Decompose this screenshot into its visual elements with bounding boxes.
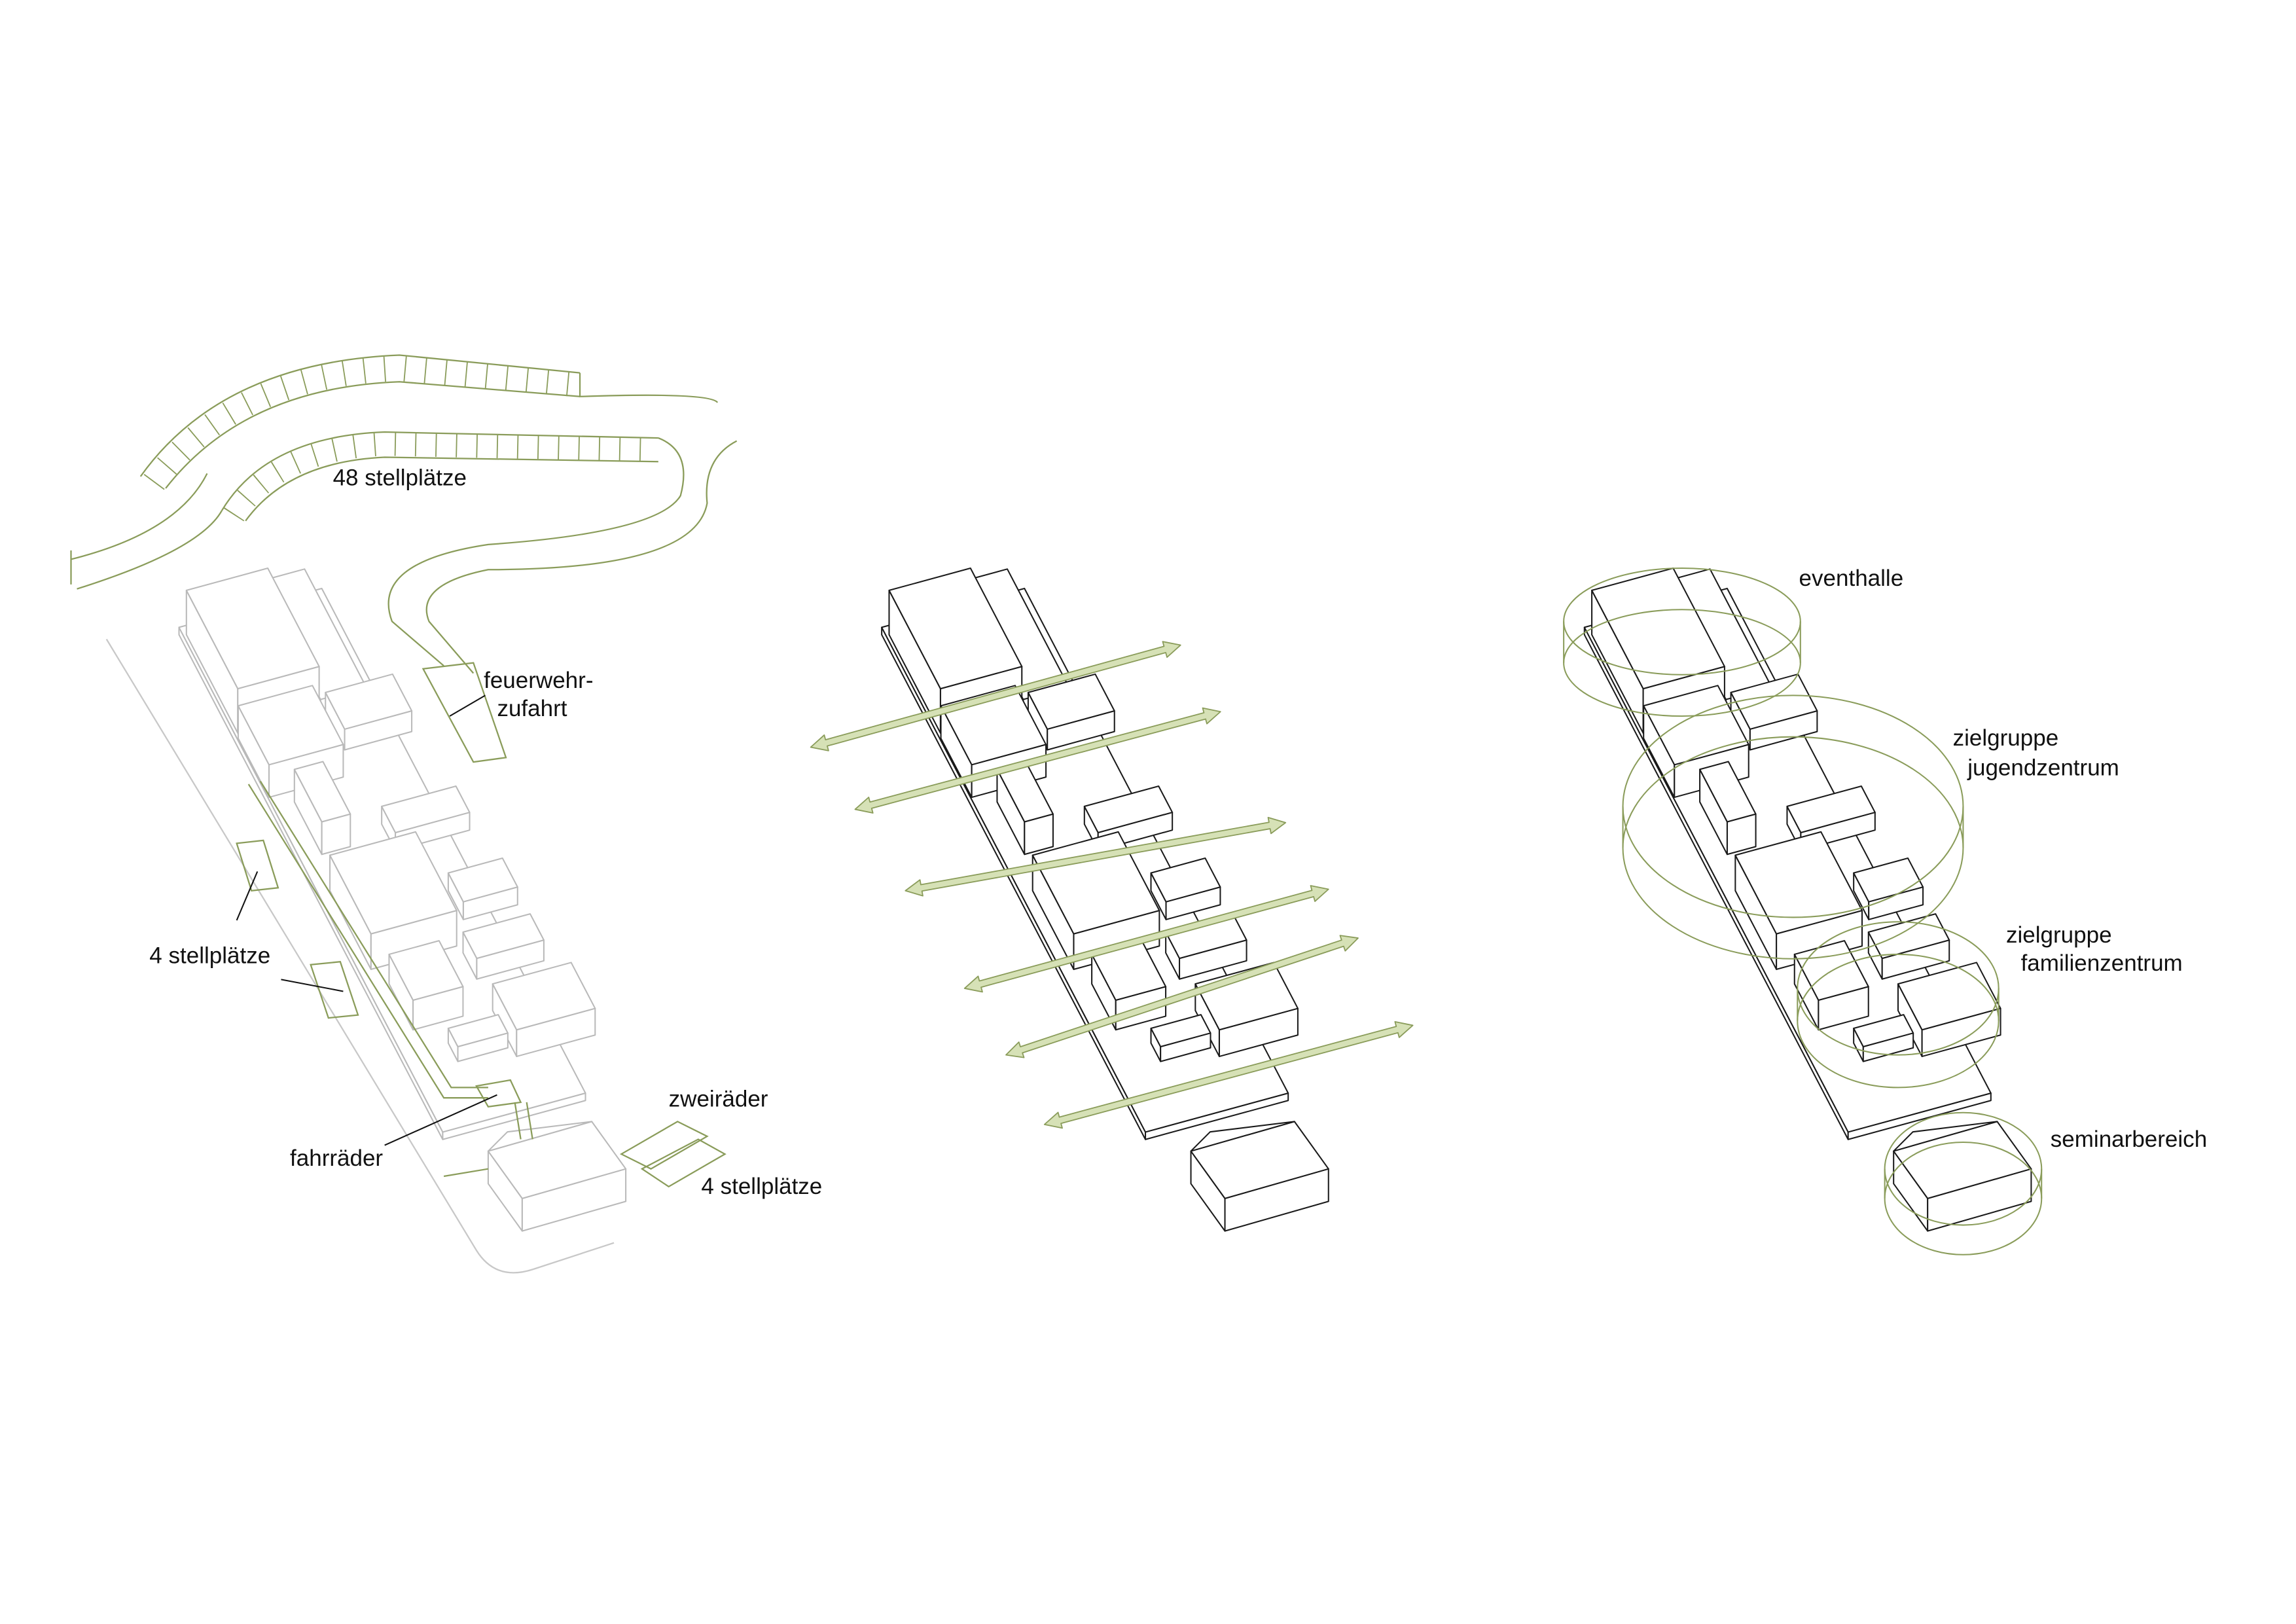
roof — [1194, 962, 1299, 1031]
leader-lines — [236, 695, 497, 1146]
label-zufahrt: zufahrt — [497, 696, 567, 721]
roof — [447, 1014, 509, 1048]
familienzentrum-zone — [1797, 921, 2000, 1089]
roof — [381, 785, 471, 833]
roof — [1031, 831, 1160, 935]
left-block — [388, 940, 464, 1031]
label-zielgruppe-familie: zielgruppe — [2006, 922, 2112, 948]
jugendzentrum-zone — [1622, 695, 1964, 960]
right-block — [1853, 1014, 1914, 1062]
mid-seminar-building — [1190, 1121, 1329, 1232]
roof — [1083, 785, 1174, 833]
site-boundary — [105, 638, 615, 1274]
roof — [492, 962, 596, 1031]
ridge — [1893, 1121, 1998, 1152]
roof — [1853, 1014, 1914, 1048]
mid-block — [1150, 857, 1221, 920]
label-eventhalle: eventhalle — [1799, 566, 1904, 591]
roof — [237, 685, 344, 766]
roof — [388, 940, 464, 1001]
view-axis-arrow — [1043, 1020, 1414, 1129]
view-axis-arrow — [810, 641, 1181, 751]
ridge — [487, 1121, 593, 1152]
label-zweiraeder: zweiräder — [669, 1087, 768, 1112]
mid-block — [1031, 831, 1160, 970]
label-zielgruppe-jugend: zielgruppe — [1953, 725, 2059, 751]
roof — [293, 761, 351, 823]
label-seminarbereich: seminarbereich — [2051, 1127, 2207, 1152]
roof — [462, 913, 545, 960]
left-block — [325, 673, 413, 751]
roof — [329, 831, 457, 935]
left-seminar-building — [487, 1121, 627, 1232]
roof — [1591, 568, 1725, 690]
view-axes-diagram — [810, 568, 1414, 1232]
parking-48 — [70, 354, 738, 763]
roof — [1853, 857, 1924, 903]
mid-block — [996, 761, 1054, 856]
right-block — [1853, 857, 1924, 920]
view-axis-arrow — [963, 885, 1329, 993]
right-block — [1730, 673, 1818, 751]
roof — [1897, 962, 2001, 1031]
label-jugendzentrum: jugendzentrum — [1967, 755, 2119, 780]
eventhalle-zone — [1563, 567, 1801, 717]
access-diagram: 48 stellplätze feuerwehr- zufahrt 4 stel… — [70, 354, 822, 1274]
roof — [1150, 857, 1221, 903]
left-block — [293, 761, 351, 856]
left-block — [447, 857, 518, 920]
roof — [1730, 673, 1818, 730]
roof — [888, 568, 1023, 690]
roof — [1027, 673, 1115, 730]
roof — [447, 857, 518, 903]
view-axis-arrow — [905, 817, 1287, 897]
left-block — [462, 913, 545, 980]
label-4-stellplaetze-right: 4 stellplätze — [701, 1174, 822, 1199]
target-groups-diagram: eventhalle zielgruppe jugendzentrum ziel… — [1563, 566, 2207, 1255]
left-block — [447, 1014, 509, 1062]
label-feuerwehr: feuerwehr- — [484, 668, 593, 693]
ridge — [1190, 1121, 1295, 1152]
roof — [1150, 1014, 1211, 1048]
pedestrian-path — [236, 780, 726, 1188]
roof — [1699, 761, 1757, 823]
mid-block — [1165, 913, 1247, 980]
roof — [1734, 831, 1863, 935]
view-axis-arrow — [854, 707, 1221, 814]
seminar-zone — [1884, 1111, 2043, 1255]
label-48-stellplaetze: 48 stellplätze — [333, 465, 467, 490]
mid-block — [1150, 1014, 1211, 1062]
label-4-stellplaetze-left: 4 stellplätze — [149, 943, 270, 969]
label-fahrraeder: fahrräder — [290, 1146, 383, 1171]
left-block — [492, 962, 596, 1057]
right-block — [1897, 962, 2001, 1057]
mid-block — [1027, 673, 1115, 751]
label-familienzentrum: familienzentrum — [2021, 950, 2183, 976]
right-seminar-building — [1893, 1121, 2032, 1232]
roof — [185, 568, 320, 690]
right-block — [1699, 761, 1757, 856]
mid-block — [1194, 962, 1299, 1057]
roof — [1786, 785, 1876, 833]
roof — [325, 673, 413, 730]
view-axis-arrow — [1005, 935, 1359, 1058]
left-block — [329, 831, 457, 970]
